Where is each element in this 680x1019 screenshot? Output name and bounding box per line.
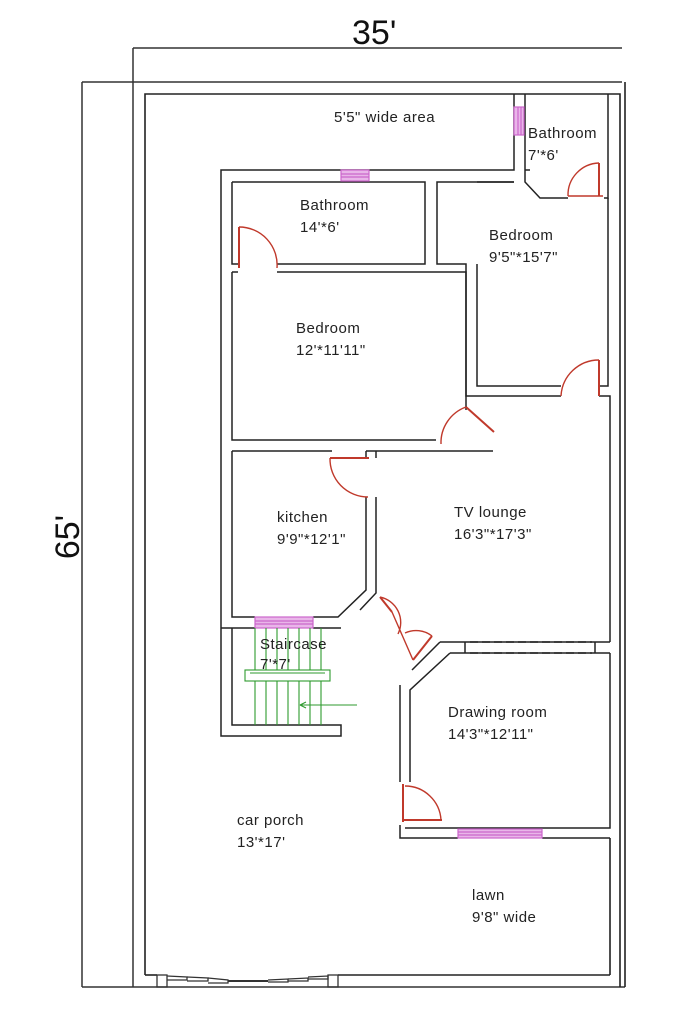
room-label-lawn: lawn 9'8" wide	[472, 886, 536, 928]
main-gate	[156, 974, 339, 988]
room-size: 9'8" wide	[472, 909, 537, 926]
room-name: Staircase	[260, 636, 328, 653]
staircase-steps	[244, 628, 357, 725]
room-name: Bedroom	[489, 227, 554, 244]
room-name: TV lounge	[454, 504, 527, 521]
room-label-tv-lounge: TV lounge 16'3"*17'3"	[454, 503, 532, 545]
room-label-bedroom-right: Bedroom 9'5"*15'7"	[489, 226, 558, 268]
room-label-bathroom-small: Bathroom 7'*6'	[528, 124, 597, 166]
room-label-bedroom-left: Bedroom 12'*11'11"	[296, 319, 366, 361]
doors	[238, 162, 603, 822]
room-name: car porch	[237, 812, 305, 829]
room-size: 12'*11'11"	[296, 342, 366, 359]
plot-width-label: 35'	[352, 14, 397, 52]
room-name: Drawing room	[448, 704, 548, 721]
room-size: 9'5"*15'7"	[489, 249, 558, 266]
room-name: lawn	[472, 887, 505, 904]
room-label-staircase: Staircase 7'*7'	[260, 635, 327, 675]
room-name: 5'5" wide area	[334, 109, 436, 126]
room-label-kitchen: kitchen 9'9"*12'1"	[277, 508, 346, 550]
dimension-lines	[81, 47, 625, 988]
plot-length-label: 65'	[49, 514, 88, 560]
windows	[254, 106, 543, 839]
room-name: Bedroom	[296, 320, 361, 337]
room-name: Bathroom	[300, 197, 370, 214]
room-name: kitchen	[277, 509, 329, 526]
room-label-drawing-room: Drawing room 14'3"*12'11"	[448, 703, 547, 745]
room-size: 9'9"*12'1"	[277, 531, 346, 548]
room-size: 14'3"*12'11"	[448, 726, 534, 743]
room-size: 7'*7'	[260, 656, 291, 673]
room-size: 13'*17'	[237, 834, 286, 851]
room-label-wide-area: 5'5" wide area	[334, 108, 435, 128]
room-label-bathroom-large: Bathroom 14'*6'	[300, 196, 369, 238]
room-size: 14'*6'	[300, 219, 340, 236]
room-name: Bathroom	[528, 125, 598, 142]
room-size: 16'3"*17'3"	[454, 526, 532, 543]
outer-walls	[144, 82, 626, 987]
room-size: 7'*6'	[528, 147, 559, 164]
interior-walls	[220, 94, 611, 839]
dashed-opening	[464, 641, 596, 654]
room-label-car-porch: car porch 13'*17'	[237, 811, 304, 853]
